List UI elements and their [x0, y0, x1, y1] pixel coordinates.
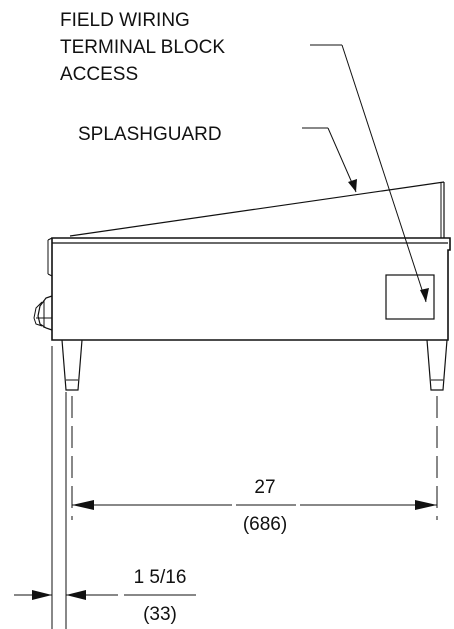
cabinet-body — [47, 237, 451, 341]
offset-inches: 1 5/16 — [134, 567, 187, 588]
left-leg — [61, 339, 83, 391]
field-wiring-label-line3: ACCESS — [60, 64, 138, 85]
right-leg — [426, 339, 448, 391]
field-wiring-label-line2: TERMINAL BLOCK — [60, 37, 225, 58]
field-wiring-label-line1: FIELD WIRING — [60, 10, 190, 31]
terminal-block-access-panel — [385, 274, 435, 320]
overall-width-dimension — [72, 500, 437, 510]
overall-width-inches: 27 — [254, 477, 275, 498]
offset-mm: (33) — [143, 604, 177, 625]
splashguard — [69, 181, 445, 238]
field-wiring-leader — [310, 44, 429, 303]
splashguard-leader — [302, 127, 357, 193]
left-knob — [33, 295, 53, 331]
splashguard-label: SPLASHGUARD — [78, 124, 222, 145]
overall-width-mm: (686) — [243, 514, 287, 535]
offset-dimension — [14, 590, 118, 600]
